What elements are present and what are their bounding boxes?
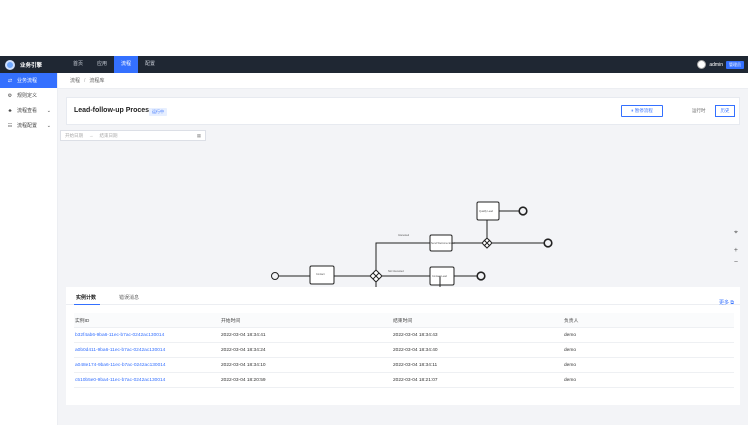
- process-header: Lead-follow-up Process 运行中 ⏸ 暂停流程 运行时 历史: [66, 97, 740, 125]
- pause-label: 暂停流程: [634, 108, 653, 113]
- date-range-picker[interactable]: 开始日期 → 结束日期 ▦: [60, 130, 206, 141]
- instance-panel: 实例计数 错误消息 更多 ⧉ 实例ID 开始时间 结束时间 负责人 b32f4a…: [66, 287, 740, 405]
- start-date-input[interactable]: 开始日期: [65, 132, 83, 138]
- end-time: 2022-03-04 18:34:43: [393, 332, 438, 338]
- task-label: Send Welcome Email: [431, 242, 455, 245]
- sidebar-item-rules[interactable]: ⚙ 规则定义: [0, 88, 57, 103]
- pause-icon: ⏸: [631, 108, 635, 113]
- start-event[interactable]: [271, 272, 279, 280]
- start-time: 2022-03-04 18:34:24: [221, 347, 266, 353]
- instance-id-link[interactable]: a0b0d411-9ba6-11ec-b7ac-0242ac130014: [75, 347, 166, 353]
- zoom-in-icon[interactable]: +: [733, 247, 738, 254]
- end-time: 2022-03-04 18:34:11: [393, 362, 438, 368]
- flow-label: Interested: [398, 234, 410, 237]
- tab-underline: [74, 304, 100, 305]
- nav-apps[interactable]: 应用: [97, 61, 108, 67]
- calendar-icon[interactable]: ▦: [196, 132, 201, 138]
- tab-instance-count[interactable]: 实例计数: [76, 295, 97, 301]
- task-label: Qualify Lead: [479, 210, 494, 213]
- header-owner: 负责人: [564, 318, 579, 324]
- sidebar-item-business-flow[interactable]: ⇄ 业务流程: [0, 73, 57, 88]
- instance-table: 实例ID 开始时间 结束时间 负责人 b32f4ab6-9ba6-11ec-b7…: [74, 313, 734, 388]
- task-label: Contact Lead: [432, 275, 447, 278]
- app-logo-icon: [5, 59, 15, 70]
- instance-id-link[interactable]: b32f4ab6-9ba6-11ec-b7ac-0242ac130014: [75, 332, 165, 338]
- brand[interactable]: 业务引擎: [0, 56, 60, 73]
- external-link-icon: ⧉: [729, 300, 734, 306]
- breadcrumb-separator: /: [84, 77, 86, 84]
- app-title: 业务引擎: [20, 62, 43, 69]
- sidebar-item-label: 流程查看: [17, 108, 38, 114]
- more-link-label: 更多: [719, 300, 730, 306]
- flow-label: Not Interested: [388, 270, 404, 273]
- status-badge: 运行中: [149, 108, 167, 116]
- flow-icon: ⇄: [7, 77, 13, 84]
- pause-process-button[interactable]: ⏸ 暂停流程: [621, 105, 663, 117]
- table-header: 实例ID 开始时间 结束时间 负责人: [74, 313, 734, 328]
- rule-icon: ⚙: [7, 92, 13, 99]
- nav-config[interactable]: 配置: [145, 61, 156, 67]
- sidebar-item-label: 规则定义: [17, 93, 38, 99]
- owner: demo: [564, 362, 576, 368]
- arrow-right-icon: →: [89, 133, 94, 138]
- instance-id-link[interactable]: a048e174-9ba6-11ec-b7ac-0242ac130014: [75, 362, 166, 368]
- table-row[interactable]: b32f4ab6-9ba6-11ec-b7ac-0242ac130014 202…: [74, 328, 734, 343]
- user-name: admin: [709, 61, 723, 68]
- end-event[interactable]: [518, 206, 528, 216]
- end-time: 2022-03-04 18:21:07: [393, 377, 438, 383]
- owner: demo: [564, 332, 576, 338]
- instance-id-link[interactable]: c510b5e0-9ba4-11ec-b7ac-0242ac130014: [75, 377, 166, 383]
- end-event[interactable]: [476, 271, 486, 281]
- tab-error-messages[interactable]: 错误消息: [119, 295, 140, 301]
- header-start-time: 开始时间: [221, 318, 241, 324]
- nav-home[interactable]: 首页: [73, 61, 84, 67]
- breadcrumb-item: 流程库: [89, 78, 105, 84]
- sidebar-item-process-config[interactable]: ☷ 流程配置 ⌄: [0, 118, 57, 133]
- sidebar: ⇄ 业务流程 ⚙ 规则定义 ♣ 流程查看 ⌄ ☷ 流程配置 ⌄: [0, 73, 58, 425]
- tab-bar: 实例计数 错误消息 更多 ⧉: [66, 292, 740, 306]
- tree-icon: ♣: [8, 107, 12, 114]
- history-button[interactable]: 历史: [715, 105, 735, 117]
- settings-icon: ☷: [7, 122, 13, 129]
- task-label: Contact: [316, 273, 325, 276]
- start-time: 2022-03-04 18:34:10: [221, 362, 266, 368]
- top-navbar: 业务引擎 首页 应用 流程 配置 admin 管理员: [0, 56, 748, 73]
- table-row[interactable]: c510b5e0-9ba4-11ec-b7ac-0242ac130014 202…: [74, 373, 734, 388]
- task-contact[interactable]: [309, 265, 335, 285]
- breadcrumb-item[interactable]: 流程: [70, 78, 81, 84]
- breadcrumb: 流程 / 流程库: [58, 73, 748, 89]
- owner: demo: [564, 347, 576, 353]
- zoom-out-icon[interactable]: −: [733, 259, 738, 266]
- fit-view-icon[interactable]: ⌖: [734, 229, 738, 236]
- header-instance-id: 实例ID: [75, 318, 90, 324]
- role-badge: 管理员: [726, 60, 744, 69]
- main-nav: 首页 应用 流程 配置: [66, 56, 162, 73]
- user-menu[interactable]: admin 管理员: [697, 56, 744, 73]
- nav-process[interactable]: 流程: [114, 56, 139, 73]
- sidebar-item-label: 流程配置: [17, 123, 38, 129]
- end-event[interactable]: [543, 238, 553, 248]
- chevron-down-icon[interactable]: ⌄: [46, 122, 51, 129]
- sidebar-item-process-view[interactable]: ♣ 流程查看 ⌄: [0, 103, 57, 118]
- header-end-time: 结束时间: [393, 318, 413, 324]
- table-row[interactable]: a048e174-9ba6-11ec-b7ac-0242ac130014 202…: [74, 358, 734, 373]
- start-time: 2022-03-04 18:20:59: [221, 377, 266, 383]
- owner: demo: [564, 377, 576, 383]
- page-title: Lead-follow-up Process: [74, 107, 153, 114]
- table-row[interactable]: a0b0d411-9ba6-11ec-b7ac-0242ac130014 202…: [74, 343, 734, 358]
- runtime-label[interactable]: 运行时: [692, 108, 706, 113]
- end-time: 2022-03-04 18:34:40: [393, 347, 438, 353]
- sidebar-item-label: 业务流程: [17, 78, 38, 84]
- start-time: 2022-03-04 18:34:41: [221, 332, 266, 338]
- avatar[interactable]: [697, 60, 707, 69]
- end-date-input[interactable]: 结束日期: [99, 132, 118, 138]
- main-content: 流程 / 流程库 Lead-follow-up Process 运行中 ⏸ 暂停…: [58, 73, 748, 425]
- chevron-down-icon[interactable]: ⌄: [46, 107, 51, 114]
- more-link[interactable]: 更多 ⧉: [719, 299, 734, 306]
